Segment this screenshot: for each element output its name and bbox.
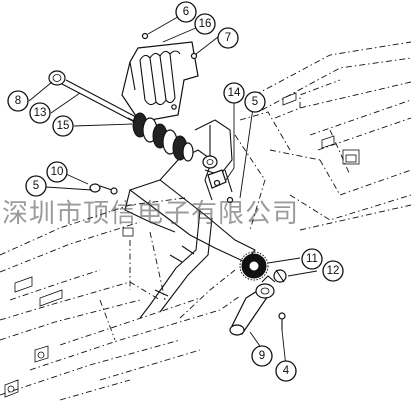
screw-4 — [278, 312, 286, 330]
gear-11 — [239, 251, 269, 281]
callout-15: 15 — [52, 115, 74, 137]
screw-7-icon — [190, 52, 198, 60]
callout-14-label: 14 — [228, 87, 241, 99]
cylinder-9 — [229, 275, 276, 336]
callout-13-label: 13 — [34, 107, 47, 119]
callout-5-upper: 5 — [244, 91, 266, 113]
callout-9: 9 — [251, 345, 273, 367]
shaft-assembly — [48, 70, 194, 162]
callout-7: 7 — [217, 27, 239, 49]
callout-16: 16 — [194, 13, 216, 35]
callout-9-label: 9 — [259, 350, 265, 362]
bolt-12 — [273, 269, 287, 283]
frame-outline — [0, 41, 411, 401]
pin-assembly-14 — [202, 155, 234, 204]
watermark-text: 深圳市顶信电子有限公司 — [2, 199, 299, 229]
callout-7-label: 7 — [225, 32, 231, 44]
bushing-8 — [48, 70, 66, 86]
callout-4-label: 4 — [283, 365, 290, 377]
roller-gears-15 — [127, 112, 194, 162]
callout-6-label: 6 — [183, 6, 189, 18]
callout-8-label: 8 — [15, 95, 21, 107]
callout-11-label: 11 — [306, 253, 318, 265]
callout-16-label: 16 — [199, 18, 212, 30]
callout-5-lower: 5 — [25, 175, 47, 197]
leader-lines — [28, 13, 318, 368]
callout-6: 6 — [175, 1, 197, 23]
callout-11: 11 — [301, 248, 323, 270]
spacer-10 — [89, 183, 118, 195]
callout-12-label: 12 — [327, 265, 340, 277]
callout-5-upper-label: 5 — [252, 96, 258, 108]
callout-5-lower-label: 5 — [33, 180, 39, 192]
callout-10-label: 10 — [51, 166, 64, 178]
callout-14: 14 — [223, 82, 245, 104]
guard-plate — [121, 32, 199, 123]
screw-6-icon — [141, 32, 149, 40]
callout-13: 13 — [29, 102, 51, 124]
callout-4: 4 — [275, 360, 297, 382]
callout-12: 12 — [322, 260, 344, 282]
callout-15-label: 15 — [57, 120, 70, 132]
callout-10: 10 — [46, 161, 68, 183]
callout-8: 8 — [7, 90, 29, 112]
